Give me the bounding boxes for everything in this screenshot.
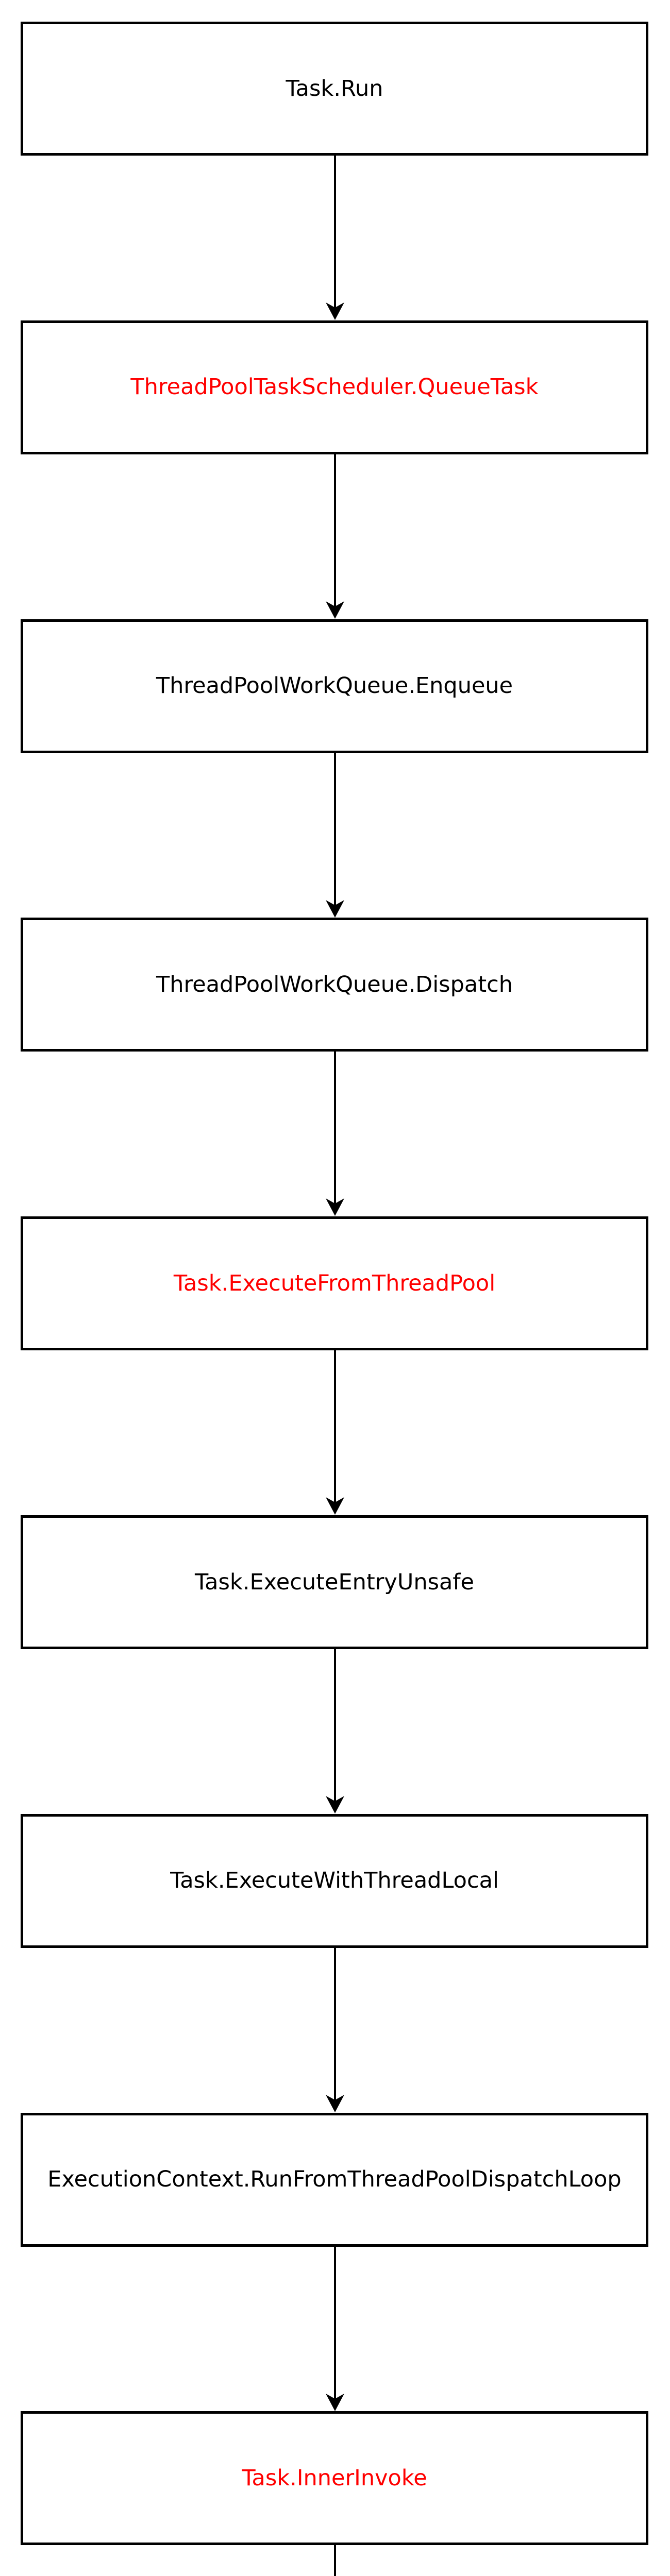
arrow-down-7 — [320, 1947, 350, 2113]
node-label: ThreadPoolWorkQueue.Enqueue — [156, 673, 513, 699]
arrow-down-4 — [320, 1052, 350, 1216]
arrow-down-icon — [326, 156, 344, 320]
flowchart-node-executioncontext-runfromthreadpooldispatchloop: ExecutionContext.RunFromThreadPoolDispat… — [21, 2112, 648, 2247]
arrow-down-icon — [326, 1947, 344, 2112]
node-label: Task.ExecuteFromThreadPool — [173, 1270, 496, 1296]
arrow-down-5 — [320, 1350, 350, 1515]
flowchart-node-task-innerinvoke: Task.InnerInvoke — [21, 2411, 648, 2546]
node-label: ExecutionContext.RunFromThreadPoolDispat… — [47, 2166, 622, 2193]
arrow-down-icon — [326, 1052, 344, 1216]
node-label: ThreadPoolWorkQueue.Dispatch — [156, 971, 513, 997]
node-label: Task.ExecuteEntryUnsafe — [195, 1569, 474, 1595]
arrow-down-icon — [326, 1350, 344, 1515]
arrow-down-9 — [320, 2545, 350, 2576]
arrow-down-8 — [320, 2246, 350, 2412]
flowchart-node-task-executeentryunsafe: Task.ExecuteEntryUnsafe — [21, 1515, 648, 1649]
arrow-down-icon — [326, 2246, 344, 2411]
flowchart-node-threadpooltaskscheduler-queuetask: ThreadPoolTaskScheduler.QueueTask — [21, 320, 648, 454]
flowchart-node-task-executewiththreadlocal: Task.ExecuteWithThreadLocal — [21, 1814, 648, 1948]
node-label: Task.InnerInvoke — [242, 2465, 427, 2491]
arrow-down-icon — [334, 2545, 336, 2576]
flowchart-node-threadpoolworkqueue-dispatch: ThreadPoolWorkQueue.Dispatch — [21, 918, 648, 1052]
arrow-down-3 — [320, 753, 350, 918]
flowchart-node-task-executefromthreadpool: Task.ExecuteFromThreadPool — [21, 1216, 648, 1351]
node-label: Task.Run — [286, 75, 383, 101]
arrow-down-icon — [326, 753, 344, 918]
arrow-down-6 — [320, 1649, 350, 1814]
arrow-down-2 — [320, 454, 350, 619]
flowchart-node-task-run: Task.Run — [21, 22, 648, 156]
node-label: Task.ExecuteWithThreadLocal — [170, 1868, 499, 1894]
arrow-down-icon — [326, 454, 344, 619]
flowchart-node-threadpoolworkqueue-enqueue: ThreadPoolWorkQueue.Enqueue — [21, 619, 648, 753]
arrow-down-icon — [326, 1649, 344, 1814]
node-label: ThreadPoolTaskScheduler.QueueTask — [130, 374, 539, 400]
arrow-down-1 — [320, 156, 350, 320]
